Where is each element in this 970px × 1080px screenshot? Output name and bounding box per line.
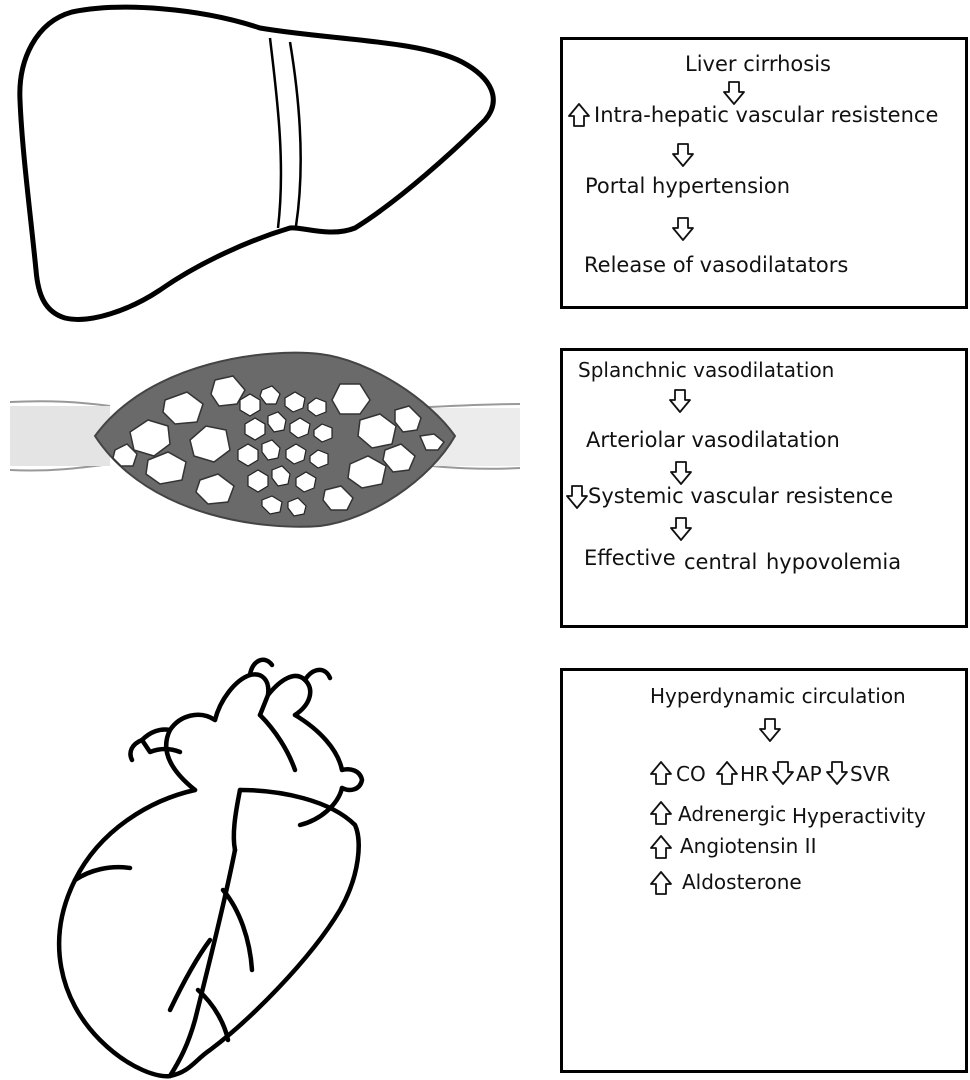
systemic-resistence-text: Systemic vascular resistence — [588, 484, 893, 508]
portal-hypertension-text: Portal hypertension — [585, 174, 790, 198]
liver-cirrhosis-text: Liver cirrhosis — [685, 52, 831, 76]
arrow-up-icon — [650, 870, 672, 896]
arrow-down-icon — [759, 717, 781, 743]
aldosterone-text: Aldosterone — [682, 870, 802, 894]
arrow-up-icon — [650, 760, 672, 786]
arrow-up-icon — [650, 800, 672, 826]
arrow-down-icon — [670, 460, 692, 486]
svr-text: SVR — [850, 762, 890, 786]
liver-illustration — [0, 0, 520, 325]
central-text: central — [684, 550, 757, 574]
arrow-down-icon — [672, 216, 694, 242]
hyperdynamic-circulation-text: Hyperdynamic circulation — [650, 684, 906, 708]
co-text: CO — [676, 762, 706, 786]
arrow-down-icon — [772, 760, 794, 786]
effective-text: Effective — [584, 546, 676, 570]
arrow-up-icon — [716, 760, 738, 786]
arrow-down-icon — [669, 388, 691, 414]
hypovolemia-text: hypovolemia — [766, 550, 901, 574]
splanchnic-vessel-illustration — [0, 340, 540, 540]
heart-illustration — [20, 640, 420, 1080]
intra-hepatic-resistence-text: Intra-hepatic vascular resistence — [594, 103, 938, 127]
hyperactivity-text: Hyperactivity — [792, 804, 926, 828]
arrow-down-icon — [566, 484, 588, 510]
angiotensin-text: Angiotensin II — [680, 834, 816, 858]
arrow-up-icon — [568, 102, 590, 128]
arrow-down-icon — [826, 760, 848, 786]
release-vasodilatators-text: Release of vasodilatators — [584, 253, 848, 277]
arrow-down-icon — [672, 142, 694, 168]
splanchnic-vasodilatation-text: Splanchnic vasodilatation — [578, 358, 834, 382]
arteriolar-vasodilatation-text: Arteriolar vasodilatation — [586, 428, 840, 452]
adrenergic-text: Adrenergic — [678, 802, 786, 826]
ap-text: AP — [796, 762, 822, 786]
hr-text: HR — [740, 762, 769, 786]
arrow-up-icon — [650, 834, 672, 860]
arrow-down-icon — [670, 516, 692, 542]
